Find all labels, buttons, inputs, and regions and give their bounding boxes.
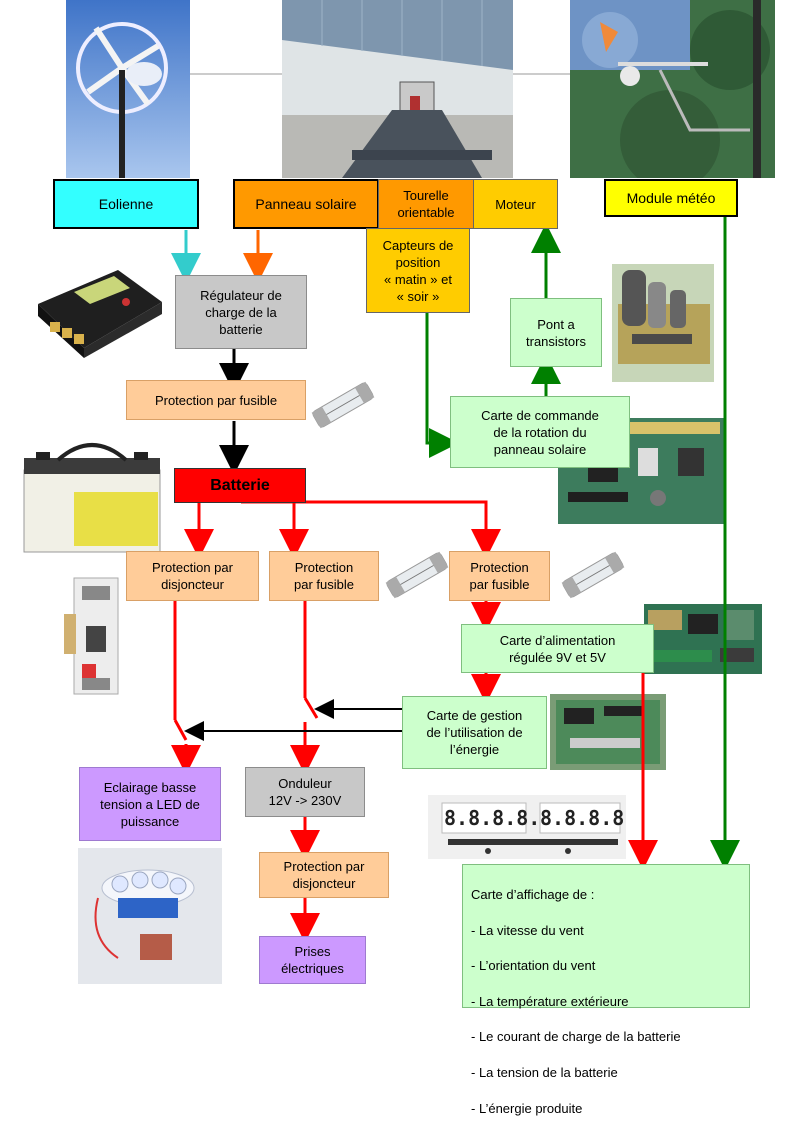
weather-module-box: Module météo: [604, 179, 738, 217]
display-card-box: Carte d’affichage de : - La vitesse du v…: [462, 864, 750, 1116]
weather-station-photo: [570, 0, 775, 178]
inverter-box: Onduleur 12V -> 230V: [245, 767, 365, 817]
breaker-protection-box-1: Protection par disjoncteur: [126, 551, 259, 601]
battery-box: Batterie: [174, 468, 306, 503]
solar-panel-photo: [282, 0, 513, 178]
main-fuse-box: Protection par fusible: [126, 380, 306, 420]
motor-box: Moteur: [473, 179, 558, 229]
wiring-diagram: [171, 73, 740, 943]
rotation-control-box: Carte de commande de la rotation du pann…: [450, 396, 630, 468]
led-lamp-photo: [78, 848, 222, 984]
wind-turbine-photo: [66, 0, 190, 178]
solar-panel-box: Panneau solaire: [233, 179, 379, 229]
position-sensors-box: Capteurs de position « matin » et « soir…: [366, 228, 470, 313]
energy-management-box: Carte de gestion de l’utilisation de l’é…: [402, 696, 547, 769]
display-board-photo: 8.8.8.8. 8.8.8.8.: [428, 795, 626, 859]
fuse-photo-1: [306, 378, 380, 432]
list-item: - L’énergie produite: [471, 1100, 583, 1116]
power-supply-box: Carte d’alimentation régulée 9V et 5V: [461, 624, 654, 673]
turret-box: Tourelle orientable: [378, 179, 474, 229]
list-item: - Le courant de charge de la batterie: [471, 1029, 681, 1045]
transistor-bridge-photo: [612, 264, 714, 382]
list-item: - La vitesse du vent: [471, 922, 584, 938]
power-board-photo: [644, 604, 762, 674]
transistor-bridge-box: Pont a transistors: [510, 298, 602, 367]
display-digits-right: 8.8.8.8.: [540, 806, 626, 830]
display-card-title: Carte d’affichage de :: [471, 887, 595, 902]
list-item: - La température extérieure: [471, 993, 629, 1009]
charge-regulator-photo: [30, 262, 166, 362]
charge-regulator-box: Régulateur de charge de la batterie: [175, 275, 307, 349]
breaker-protection-box-2: Protection par disjoncteur: [259, 852, 389, 898]
fuse-protection-box-2: Protection par fusible: [269, 551, 379, 601]
list-item: - L’orientation du vent: [471, 958, 596, 974]
led-lighting-box: Eclairage basse tension a LED de puissan…: [79, 767, 221, 841]
list-item: - La tension de la batterie: [471, 1064, 618, 1080]
eolienne-box: Eolienne: [53, 179, 199, 229]
fuse-photo-3: [556, 548, 630, 602]
circuit-breaker-photo: [60, 574, 126, 698]
fuse-photo-2: [380, 548, 454, 602]
fuse-protection-box-3: Protection par fusible: [449, 551, 550, 601]
sockets-box: Prises électriques: [259, 936, 366, 984]
battery-photo: [18, 432, 166, 554]
display-digits-left: 8.8.8.8.: [444, 806, 541, 830]
